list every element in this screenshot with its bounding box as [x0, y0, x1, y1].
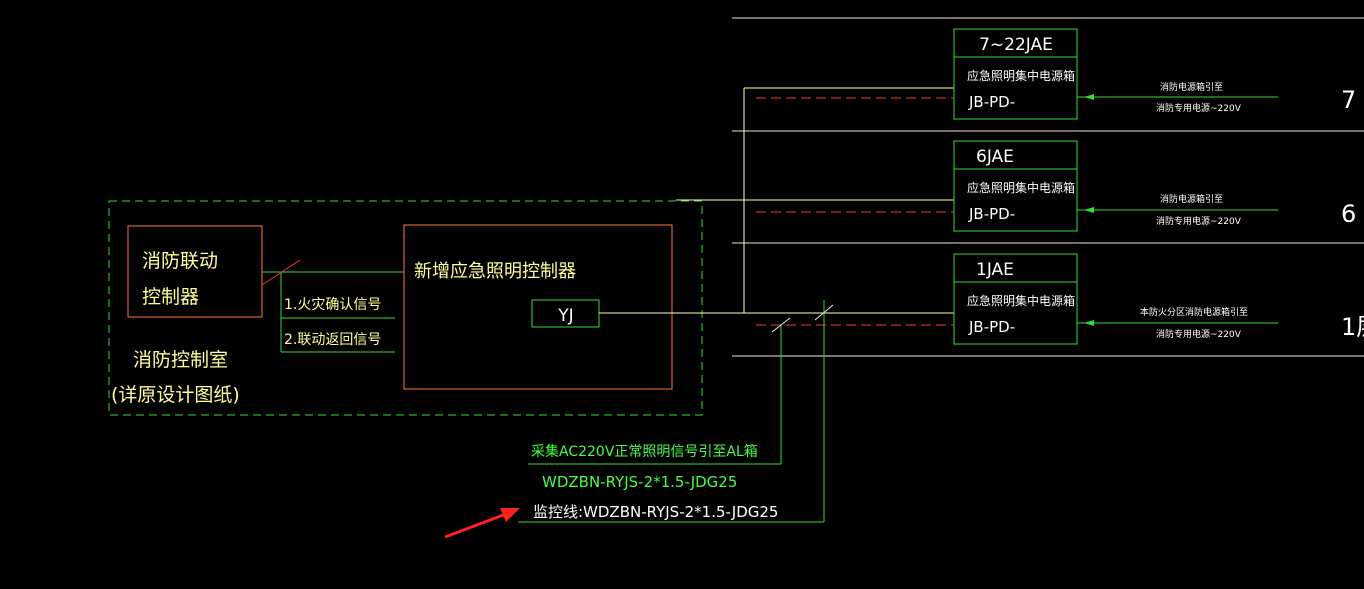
fire-linkage-line1: 消防联动 [142, 250, 218, 272]
panel-1jae: 1JAE 应急照明集中电源箱 JB-PD- [953, 253, 1078, 345]
panel1-code: JB-PD- [968, 93, 1015, 111]
emergency-controller-title: 新增应急照明控制器 [414, 261, 576, 282]
arrow-head-icon [500, 508, 520, 522]
panel1-title: 7~22JAE [979, 35, 1053, 55]
signal-tick [261, 259, 301, 286]
feed2-line1: 消防电源箱引至 [1160, 193, 1223, 205]
signal2-label: 2.联动返回信号 [284, 332, 381, 348]
panel2-desc: 应急照明集中电源箱 [967, 180, 1075, 195]
tick-1 [771, 317, 791, 333]
feed3-line2: 消防专用电源~220V [1156, 328, 1242, 340]
feed1-line1: 消防电源箱引至 [1160, 81, 1223, 93]
panel-7-22jae: 7~22JAE 应急照明集中电源箱 JB-PD- [953, 28, 1078, 120]
collect-text: 采集AC220V正常照明信号引至AL箱 [531, 443, 758, 460]
monitor-text: 监控线:WDZBN-RYJS-2*1.5-JDG25 [533, 503, 778, 521]
control-room-label1: 消防控制室 [133, 349, 228, 371]
yj-label: YJ [557, 306, 573, 326]
feed3-line1: 本防火分区消防电源箱引至 [1140, 306, 1248, 318]
floor-label-7: 7 [1341, 86, 1356, 114]
panel3-desc: 应急照明集中电源箱 [967, 293, 1075, 308]
panel1-desc: 应急照明集中电源箱 [967, 68, 1075, 83]
control-room-boundary [108, 200, 703, 416]
arrow-icon [1084, 207, 1094, 213]
feed-3: 本防火分区消防电源箱引至 消防专用电源~220V [1077, 306, 1278, 340]
arrow-icon [1084, 320, 1094, 326]
panel2-title: 6JAE [976, 147, 1014, 167]
cable1-text: WDZBN-RYJS-2*1.5-JDG25 [542, 473, 737, 491]
emergency-controller-box [403, 224, 673, 390]
fire-linkage-line2: 控制器 [142, 286, 199, 308]
feed2-line2: 消防专用电源~220V [1156, 215, 1242, 227]
feed-1: 消防电源箱引至 消防专用电源~220V [1077, 81, 1278, 114]
floor-label-6: 6 [1341, 200, 1356, 228]
panel2-code: JB-PD- [968, 205, 1015, 223]
feed1-line2: 消防专用电源~220V [1156, 102, 1242, 114]
floor-label-1: 1层 [1341, 313, 1364, 341]
arrow-icon [1084, 94, 1094, 100]
signal1-label: 1.火灾确认信号 [284, 296, 381, 313]
red-arrow-annotation [444, 508, 520, 539]
feed-2: 消防电源箱引至 消防专用电源~220V [1077, 193, 1278, 227]
control-room-label2: (详原设计图纸) [111, 384, 240, 406]
tick-2 [814, 304, 834, 321]
panel3-code: JB-PD- [968, 318, 1015, 336]
panel-6jae: 6JAE 应急照明集中电源箱 JB-PD- [953, 140, 1078, 232]
panel3-title: 1JAE [976, 260, 1014, 280]
